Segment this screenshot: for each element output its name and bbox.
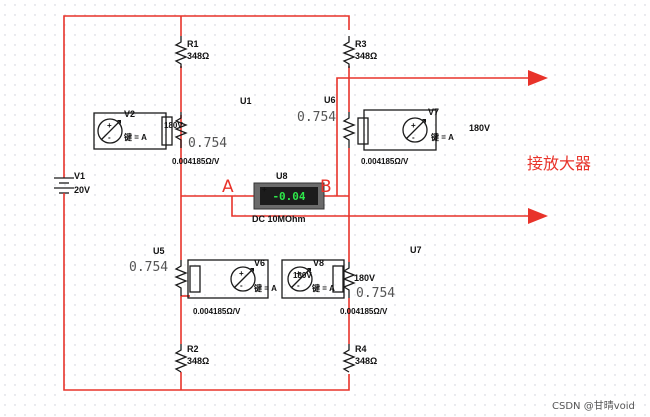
source-v8 <box>281 259 345 299</box>
label-r1-value: 348Ω <box>187 51 209 61</box>
resistor-u5 <box>174 260 188 296</box>
battery-v1 <box>54 172 74 196</box>
meter-reading: -0.04 <box>272 190 305 203</box>
node-b: B <box>320 177 332 197</box>
v7-plus-sign: + <box>411 121 416 130</box>
label-v2-top: 180V <box>164 121 183 130</box>
v8-plus-sign: + <box>296 269 301 278</box>
label-u6: U6 <box>324 95 336 105</box>
label-v8: V8 <box>313 258 324 268</box>
v6-plus-sign: + <box>239 269 244 278</box>
label-v7-gain: 0.004185Ω/V <box>361 157 409 166</box>
label-v6: V6 <box>254 258 265 268</box>
v8-minus-sign: - <box>297 281 300 290</box>
label-u5: U5 <box>153 246 165 256</box>
watermark: CSDN @甘晴void <box>552 399 635 412</box>
label-u1: U1 <box>240 96 252 106</box>
meter-mode: DC 10MOhm <box>252 214 306 224</box>
label-r3: R3 <box>355 39 367 49</box>
label-r2-value: 348Ω <box>187 356 209 366</box>
label-v8-value: 180V <box>354 273 375 283</box>
label-v6-key: 键 = A <box>253 283 277 293</box>
label-v7: V7 <box>428 107 439 117</box>
label-v6-gain: 0.004185Ω/V <box>193 307 241 316</box>
resistor-u1 <box>174 112 188 148</box>
u1-reading: 0.754 <box>188 136 227 151</box>
resistor-r2 <box>174 344 188 373</box>
u6-reading: 0.754 <box>297 110 336 125</box>
label-r1: R1 <box>187 39 199 49</box>
u7-reading: 0.754 <box>356 286 395 301</box>
label-r3-value: 348Ω <box>355 51 377 61</box>
v7-minus-sign: - <box>412 133 415 142</box>
label-u7: U7 <box>410 245 422 255</box>
label-r4: R4 <box>355 344 367 354</box>
label-v7-key: 键 = A <box>430 132 454 142</box>
source-v6 <box>187 259 269 299</box>
multimeter-u8: -0.04 <box>253 182 325 210</box>
u5-reading: 0.754 <box>129 260 168 275</box>
label-v1-value: 20V <box>74 185 90 195</box>
v2-minus-sign: - <box>108 133 111 142</box>
meter-plus-sign: + <box>262 185 267 194</box>
wires <box>63 15 542 391</box>
label-v1: V1 <box>74 171 85 181</box>
label-v2-gain: 0.004185Ω/V <box>172 157 220 166</box>
arrow-upper <box>528 70 548 86</box>
label-r4-value: 348Ω <box>355 356 377 366</box>
v2-plus-sign: + <box>107 121 112 130</box>
label-u8: U8 <box>276 171 288 181</box>
arrow-lower <box>528 208 548 224</box>
source-v7 <box>357 109 437 151</box>
label-v2-key: 键 = A <box>123 132 147 142</box>
resistor-r1 <box>174 36 188 68</box>
label-v7-value: 180V <box>469 123 490 133</box>
label-v8-top: 180V <box>293 271 312 280</box>
resistor-r4 <box>342 344 356 373</box>
label-v8-key: 键 = A <box>311 283 335 293</box>
node-a: A <box>222 177 234 197</box>
amplifier-annotation: 接放大器 <box>527 154 591 173</box>
resistor-r3 <box>342 36 356 68</box>
resistor-u6 <box>342 112 356 148</box>
label-v2: V2 <box>124 109 135 119</box>
label-v8-gain: 0.004185Ω/V <box>340 307 388 316</box>
label-r2: R2 <box>187 344 199 354</box>
source-v2 <box>93 112 173 150</box>
v6-minus-sign: - <box>240 281 243 290</box>
